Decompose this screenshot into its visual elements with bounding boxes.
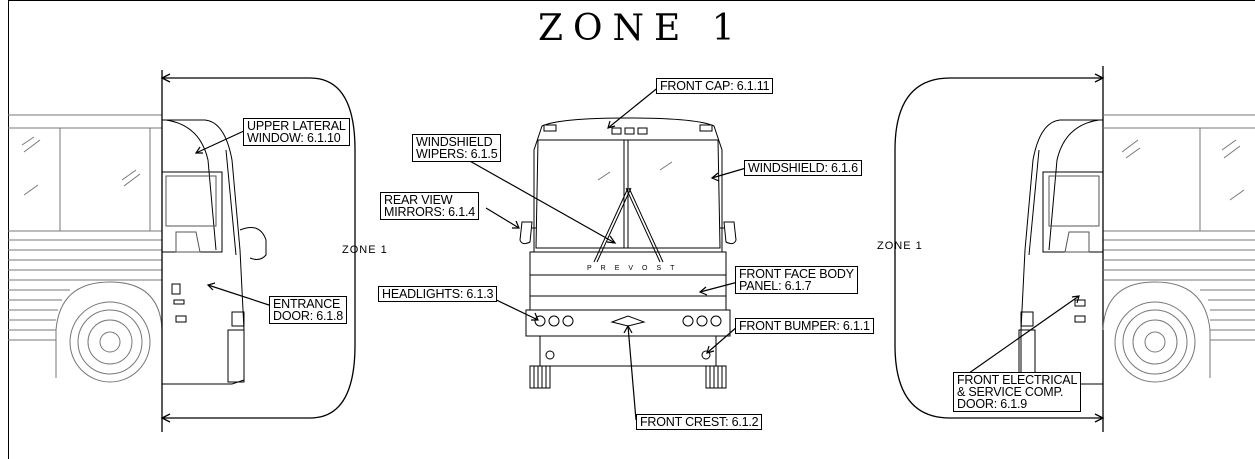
callout-headlights: HEADLIGHTS: 6.1.3 [378, 286, 498, 302]
callout-line: FRONT ELECTRICAL [957, 373, 1078, 387]
callout-line: UPPER LATERAL [247, 119, 346, 133]
zone-label-left: ZONE 1 [342, 244, 388, 256]
right-bus-side-view [1102, 114, 1255, 383]
left-bus-side-view [8, 114, 163, 383]
callout-line: DOOR: 6.1.9 [957, 397, 1028, 411]
callout-entrance-door: ENTRANCE DOOR: 6.1.8 [269, 296, 348, 324]
callout-windshield-wipers: WINDSHIELD WIPERS: 6.1.5 [412, 134, 502, 162]
callout-windshield: WINDSHIELD: 6.1.6 [744, 160, 862, 176]
callout-line: MIRRORS: 6.1.4 [384, 205, 475, 219]
callout-line: & SERVICE COMP. [957, 385, 1064, 399]
callout-front-crest: FRONT CREST: 6.1.2 [636, 414, 763, 430]
callout-line: WINDSHIELD [416, 135, 493, 149]
leader-lines [194, 85, 1080, 421]
left-zone-boundary [160, 70, 356, 432]
callout-line: ENTRANCE [273, 297, 341, 311]
zone-label-right: ZONE 1 [877, 240, 923, 252]
callout-front-cap: FRONT CAP: 6.1.11 [656, 78, 774, 94]
callout-front-electrical-door: FRONT ELECTRICAL & SERVICE COMP. DOOR: 6… [953, 372, 1082, 412]
callout-rear-view-mirrors: REAR VIEW MIRRORS: 6.1.4 [380, 192, 479, 220]
callout-line: WINDOW: 6.1.10 [247, 131, 341, 145]
zone-title: ZONE 1 [538, 8, 745, 49]
left-bus-front-door [161, 119, 267, 385]
callout-line: WIPERS: 6.1.5 [416, 147, 498, 161]
callout-line: PANEL: 6.1.7 [739, 279, 812, 293]
center-bus-front-view [519, 117, 737, 389]
callout-front-face-body-panel: FRONT FACE BODY PANEL: 6.1.7 [735, 266, 858, 294]
callout-upper-lateral-window: UPPER LATERAL WINDOW: 6.1.10 [243, 118, 350, 146]
callout-line: REAR VIEW [384, 193, 453, 207]
callout-line: FRONT FACE BODY [739, 267, 854, 281]
callout-line: DOOR: 6.1.8 [273, 309, 344, 323]
right-bus-front-door [1018, 119, 1104, 385]
brand-lettering: PREVOST [587, 265, 684, 272]
callout-front-bumper: FRONT BUMPER: 6.1.1 [735, 318, 874, 334]
drawing-border [8, 0, 1255, 459]
